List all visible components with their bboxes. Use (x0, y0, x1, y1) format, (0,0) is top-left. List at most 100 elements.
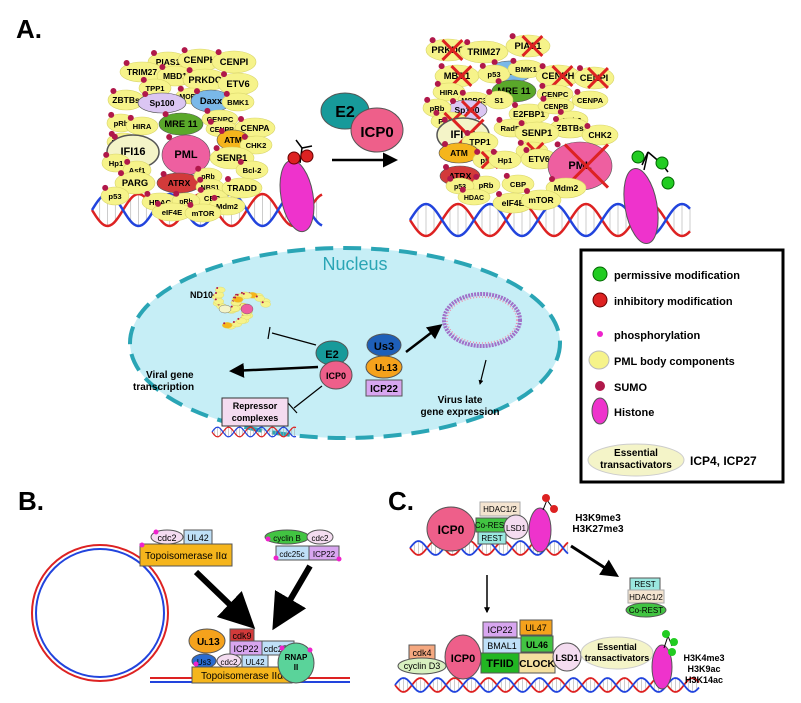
repressor-line1: Repressor (233, 401, 278, 411)
nucleus-label: Nucleus (322, 254, 387, 274)
pml-node-label: pRb (430, 104, 445, 113)
nd10-mini-cluster (211, 286, 271, 330)
pml-node-label: TPP1 (145, 84, 165, 93)
svg-text:HDAC1/2: HDAC1/2 (629, 593, 663, 602)
pml-node-label: HIRA (440, 88, 459, 97)
svg-text:UL42: UL42 (187, 533, 209, 543)
histone-c-top (528, 494, 558, 553)
pml-node-clusterRight-10: CENPH (535, 63, 581, 88)
marks-bottom-2: H3K9ac (687, 664, 720, 674)
pml-node-label: CENPA (577, 96, 604, 105)
pml-node-clusterRight-11: CENPI (573, 65, 615, 90)
icp0-c-top (426, 506, 476, 552)
pml-node-clusterRight-18: CENPA (571, 88, 609, 110)
pml-node-label: ATRX (449, 171, 472, 181)
lsd1-c (503, 514, 529, 540)
pml-node-label: CENPI (580, 73, 609, 83)
svg-text:cdc2: cdc2 (312, 534, 329, 543)
svg-text:ICP0: ICP0 (451, 653, 475, 665)
pml-node-label: Hp1 (109, 159, 124, 168)
pml-node-label: Sp100 (454, 105, 479, 115)
essential-c (580, 636, 654, 670)
pml-node-label: PRKDC (188, 75, 221, 85)
svg-text:TFIID: TFIID (486, 658, 514, 670)
legend-inhibitory: inhibitory modification (614, 296, 733, 308)
svg-text:Essential: Essential (597, 642, 637, 652)
pml-node-label: NBS1 (201, 185, 220, 192)
genome-inner-ring (35, 548, 165, 678)
viral-genome-circle (442, 292, 522, 348)
pml-node-label: Bcl-2 (243, 166, 262, 175)
pml-node-clusterRight-30: Hp1 (488, 148, 522, 170)
pml-node-label: Hp1 (498, 156, 513, 165)
panel-label-b: B. (18, 486, 44, 516)
marks-bottom-1: H3K4me3 (683, 653, 724, 663)
pml-node-label: pRb (114, 119, 129, 128)
pml-node-label: PIAS1 (514, 41, 541, 51)
legend-phospho-swatch (597, 331, 603, 337)
virus-late-line1: Virus late (438, 395, 483, 406)
pml-node-label: SENP1 (217, 153, 248, 163)
svg-text:RNAP: RNAP (285, 653, 308, 662)
pml-node-label: mTOR (528, 195, 553, 205)
arrow-late-genes (478, 359, 487, 385)
svg-text:cyclin B: cyclin B (273, 534, 301, 543)
pml-node-clusterRight-37: Mdm2 (545, 176, 587, 199)
pml-node-clusterRight-1: TRIM27 (459, 39, 509, 64)
legend-essential-line2: transactivators (600, 460, 672, 471)
icp22-node-label: ICP22 (370, 384, 398, 395)
svg-text:cdc2: cdc2 (221, 658, 238, 667)
pml-node-clusterLeft-23: PML (161, 134, 211, 176)
e2-label-a: E2 (335, 104, 355, 121)
pml-node-label: p53 (108, 192, 121, 201)
pml-node-label: MBD1 (163, 71, 187, 81)
legend-essential-line1: Essential (614, 448, 658, 459)
histone-a-left (279, 139, 315, 233)
legend-sumo-swatch (595, 381, 605, 391)
pml-node-clusterLeft-10: Sp100 (137, 91, 187, 114)
svg-text:ICP0: ICP0 (438, 523, 465, 537)
legend-permissive-swatch (592, 266, 608, 282)
pml-node-label: TRIM27 (467, 47, 500, 57)
pml-node-clusterRight-2: PIAS1 (505, 33, 551, 58)
pml-node-clusterLeft-34: TRADD (221, 176, 263, 199)
pml-node-label: Sp100 (149, 98, 174, 108)
pml-node-label: CENPC (542, 90, 569, 99)
pml-node-label: ETV6 (226, 79, 249, 89)
pml-node-label: MRE 11 (497, 86, 530, 96)
repressor-box (221, 397, 289, 427)
svg-text:cdk4: cdk4 (412, 648, 431, 658)
legend-inhibitory-swatch (592, 292, 608, 308)
icp22-node (365, 379, 403, 397)
pml-body-cluster-left: PIAS1CENPHCENPITRIM27MBD1PRKDCETV6TPP1MO… (100, 47, 276, 223)
svg-text:REST: REST (481, 534, 502, 543)
pml-node-label: CENPI (220, 57, 249, 67)
legend-permissive: permissive modification (614, 270, 740, 282)
hdac-c (479, 501, 521, 517)
pml-node-label: BMK1 (227, 98, 249, 107)
svg-text:UL42: UL42 (245, 658, 265, 667)
repressor-line2: complexes (232, 413, 279, 423)
pml-node-label: Mdm2 (554, 183, 579, 193)
pml-node-label: eIF4E (502, 198, 525, 208)
pml-node-clusterRight-19: CENPB (537, 95, 575, 115)
panel-label-c: C. (388, 486, 414, 516)
svg-text:UL13: UL13 (197, 637, 220, 648)
svg-text:Co-REST: Co-REST (629, 606, 663, 615)
pml-node-clusterLeft-28: PARG (114, 170, 156, 195)
pml-node-label: Asf1 (129, 166, 146, 175)
inhibit-repressor (293, 385, 323, 409)
icp22-c (482, 621, 518, 638)
topo-top (139, 543, 233, 567)
pml-node-label: pRb (479, 181, 494, 190)
rnap-ii (277, 642, 315, 684)
nd10-label: ND10 (190, 290, 213, 300)
pml-node-label: MRE 11 (164, 119, 197, 129)
svg-text:CLOCK: CLOCK (519, 659, 555, 670)
pml-node-label: BMK1 (515, 65, 537, 74)
inhibit-nd10 (271, 332, 317, 346)
pml-node-clusterRight-27: CHK2 (581, 123, 619, 146)
topo-top-label: Topoisomerase IIα (145, 551, 227, 562)
cdc2-right (306, 529, 334, 545)
